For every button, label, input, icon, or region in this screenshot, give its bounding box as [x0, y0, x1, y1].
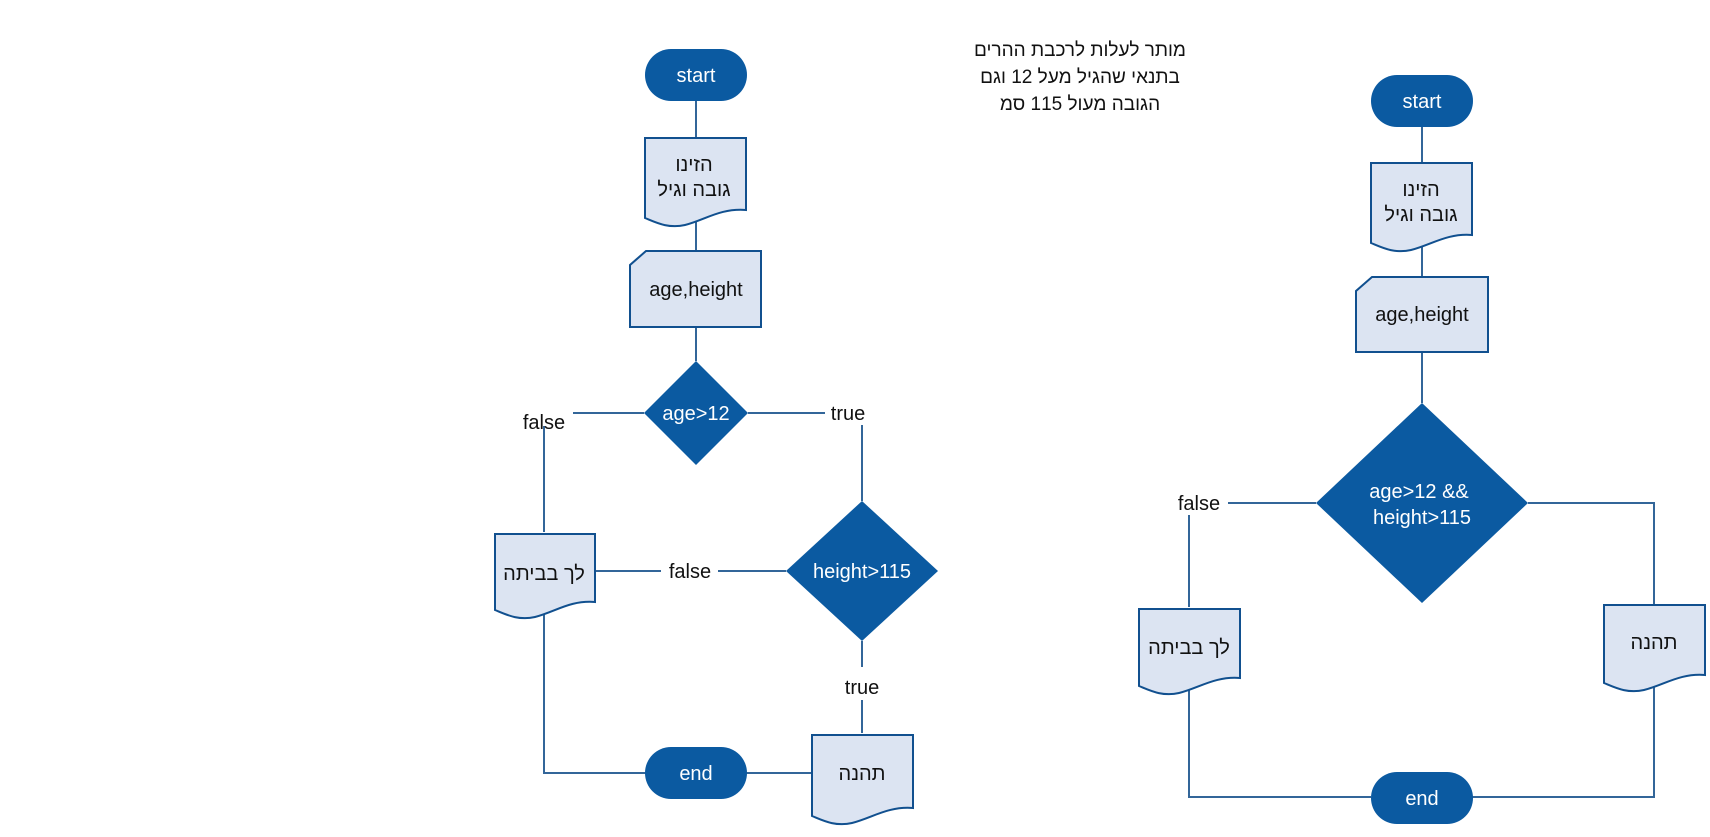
decision-combined-line-2: height>115	[1373, 507, 1471, 529]
decision-combined: age>12 && height>115	[1316, 403, 1528, 603]
prompt-document: הזינו גובה וגיל	[644, 137, 747, 228]
input-manual: age,height	[1355, 276, 1489, 353]
connector-home-to-end	[543, 610, 646, 774]
decision-combined-line-1: age>12 &&	[1369, 481, 1469, 503]
connector-decision-true	[1528, 502, 1655, 604]
stay-home-label: לך בביתה	[1148, 637, 1230, 659]
enjoy-label: תהנה	[1631, 632, 1678, 654]
input-manual: age,height	[629, 250, 762, 328]
end-terminal: end	[1371, 772, 1473, 824]
decision-height-true-label: true	[845, 677, 879, 699]
start-terminal: start	[1371, 75, 1473, 127]
description-note: מותר לעלות לרכבת ההרים בתנאי שהגיל מעל 1…	[974, 40, 1186, 115]
note-line-1: מותר לעלות לרכבת ההרים	[974, 40, 1186, 61]
decision-age: age>12	[644, 361, 748, 465]
decision-age-false-label: false	[523, 412, 565, 434]
connector-home-to-end	[1188, 685, 1371, 798]
input-label: age,height	[1375, 304, 1469, 326]
start-label: start	[1403, 91, 1442, 113]
prompt-line-1: הזינו	[675, 154, 712, 176]
start-label: start	[677, 65, 716, 87]
prompt-document: הזינו גובה וגיל	[1370, 162, 1473, 253]
prompt-line-2: גובה וגיל	[657, 179, 730, 201]
enjoy-document: תהנה	[1603, 604, 1706, 693]
decision-combined-false-label: false	[1178, 493, 1220, 515]
decision-height-label: height>115	[813, 561, 911, 583]
end-terminal: end	[645, 747, 747, 799]
left-connectors	[543, 100, 863, 774]
start-terminal: start	[645, 49, 747, 101]
decision-height: height>115	[786, 501, 938, 641]
right-flowchart: start הזינו גובה וגיל age,height age>12 …	[1138, 75, 1706, 824]
prompt-line-1: הזינו	[1402, 179, 1439, 201]
end-label: end	[1405, 788, 1438, 810]
stay-home-document: לך בביתה	[494, 533, 596, 620]
right-connectors	[1188, 127, 1655, 798]
enjoy-document: תהנה	[811, 734, 914, 826]
decision-age-true-label: true	[831, 403, 865, 425]
left-flowchart: start הזינו גובה וגיל age,height age>12 …	[494, 49, 938, 826]
input-label: age,height	[649, 279, 743, 301]
prompt-line-2: גובה וגיל	[1384, 204, 1457, 226]
stay-home-label: לך בביתה	[503, 563, 585, 585]
note-line-3: הגובה מעול 115 סמ	[1000, 94, 1160, 115]
note-line-2: בתנאי שהגיל מעל 12 וגם	[980, 67, 1180, 88]
decision-age-label: age>12	[662, 403, 729, 425]
end-label: end	[679, 763, 712, 785]
enjoy-label: תהנה	[839, 763, 886, 785]
stay-home-document: לך בביתה	[1138, 608, 1241, 696]
connector-enjoy-to-end	[1472, 682, 1655, 798]
decision-height-false-label: false	[669, 561, 711, 583]
